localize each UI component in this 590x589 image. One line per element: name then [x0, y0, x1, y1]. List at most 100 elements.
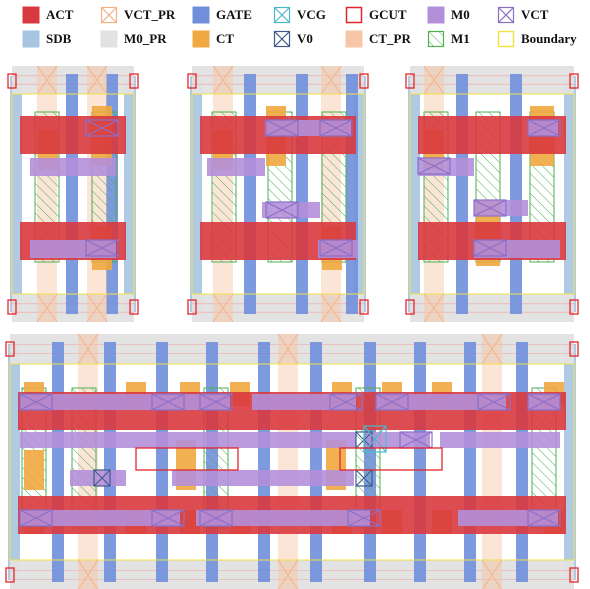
vct-via	[473, 199, 507, 217]
vct-via	[329, 393, 363, 411]
vct-pr-top	[36, 65, 58, 95]
gate	[104, 342, 116, 582]
gate	[346, 74, 358, 314]
vct-via	[347, 509, 381, 527]
gate	[516, 342, 528, 582]
vct-via	[85, 119, 119, 137]
vct-via	[199, 509, 233, 527]
m0-wire	[440, 432, 560, 448]
gcut-corner	[569, 73, 579, 89]
gate	[464, 342, 476, 582]
gcut-corner	[7, 299, 17, 315]
legend-item-m1: M1	[427, 30, 470, 48]
vct-pr-bottom	[423, 293, 445, 323]
vct-pr-top	[481, 333, 503, 365]
vct-via	[19, 509, 53, 527]
legend-item-v0: V0	[273, 30, 313, 48]
gcut-corner	[569, 341, 579, 357]
legend: ACT VCT_PR GATE VCG GCUT M0 VCT SDB M0_P…	[0, 0, 590, 54]
m0-wire	[265, 120, 351, 136]
vct-pr-bottom	[36, 293, 58, 323]
vct-via	[527, 393, 561, 411]
m0-wire	[20, 510, 180, 526]
cell-boundary	[191, 93, 365, 295]
gate	[66, 74, 78, 314]
m0-wire	[30, 158, 116, 176]
v0-via	[93, 469, 111, 487]
vct-via	[375, 393, 409, 411]
cell-boundary	[9, 363, 575, 561]
m0-wire	[376, 394, 506, 410]
gcut-outline	[339, 447, 443, 471]
sdb-left	[408, 76, 420, 312]
vct-pr-bottom	[86, 293, 108, 323]
m0-wire	[172, 470, 354, 486]
sdb-left	[10, 76, 22, 312]
legend-item-boundary: Boundary	[497, 30, 577, 48]
legend-item-gcut: GCUT	[345, 6, 407, 24]
gcut-corner	[569, 299, 579, 315]
vct-pr-bottom	[77, 559, 99, 589]
vct-pr-bottom	[320, 293, 342, 323]
sdb-right	[124, 76, 136, 312]
vct-pr-bottom	[481, 559, 503, 589]
vct-pr-top	[277, 333, 299, 365]
m0-wire	[418, 158, 474, 176]
act-region	[20, 116, 126, 154]
ct-pr-swatch-icon	[345, 30, 363, 48]
legend-item-m0-pr: M0_PR	[100, 30, 167, 48]
vct-via	[265, 201, 299, 219]
cell-layout-diagram	[5, 65, 579, 589]
vct-via	[151, 509, 185, 527]
m0-wire	[20, 394, 230, 410]
legend-item-vcg: VCG	[273, 6, 326, 24]
m0-swatch-icon	[427, 6, 445, 24]
ct-swatch-icon	[192, 30, 210, 48]
gcut-corner	[5, 341, 15, 357]
gcut-corner	[405, 299, 415, 315]
legend-item-act: ACT	[22, 6, 73, 24]
sdb-swatch-icon	[22, 30, 40, 48]
sdb-left	[190, 76, 202, 312]
vct-via	[199, 393, 233, 411]
gcut-corner	[5, 567, 15, 583]
cell-1	[7, 65, 139, 323]
gcut-corner	[359, 299, 369, 315]
gate	[310, 342, 322, 582]
vct-pr-top	[212, 65, 234, 95]
gate-swatch-icon	[192, 6, 210, 24]
vct-via	[417, 157, 451, 175]
gcut-corner	[359, 73, 369, 89]
cell-boundary	[409, 93, 575, 295]
vct-via	[151, 393, 185, 411]
vcg-swatch-icon	[273, 6, 291, 24]
m0-wire	[196, 510, 370, 526]
cell-2	[187, 65, 369, 323]
gate	[456, 74, 468, 314]
gcut-corner	[187, 299, 197, 315]
gate	[414, 342, 426, 582]
vct-via	[473, 239, 507, 257]
vct-via	[477, 393, 511, 411]
legend-item-gate: GATE	[192, 6, 252, 24]
sdb-left	[8, 344, 20, 580]
m0-wire	[70, 470, 126, 486]
gate	[156, 342, 168, 582]
vct-swatch-icon	[497, 6, 515, 24]
boundary-swatch-icon	[497, 30, 515, 48]
vct-pr-top	[86, 65, 108, 95]
cell-boundary	[11, 93, 135, 295]
legend-item-vct-pr: VCT_PR	[100, 6, 175, 24]
gate	[52, 342, 64, 582]
gcut-corner	[129, 299, 139, 315]
cell-4	[5, 333, 579, 589]
m0-wire	[20, 432, 356, 448]
m0-pr-swatch-icon	[100, 30, 118, 48]
gcut-corner	[129, 73, 139, 89]
vct-pr-top	[320, 65, 342, 95]
vct-via	[527, 509, 561, 527]
legend-item-vct: VCT	[497, 6, 548, 24]
vct-via	[19, 393, 53, 411]
cell-3	[405, 65, 579, 323]
legend-item-ct-pr: CT_PR	[345, 30, 411, 48]
